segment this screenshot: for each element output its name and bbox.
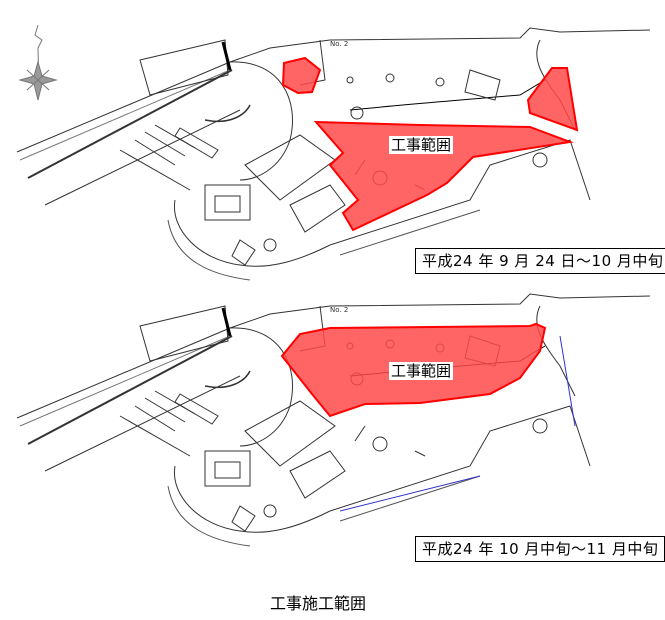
construction-area-polygons xyxy=(281,56,579,232)
site-map-panel-2 xyxy=(15,292,652,548)
site-map-panel-1 xyxy=(15,26,652,282)
north-compass-icon xyxy=(18,24,58,101)
construction-area-label: 工事範囲 xyxy=(389,136,454,154)
period-label: 平成24 年 10 月中旬〜11 月中旬 xyxy=(415,536,665,562)
period-label: 平成24 年 9 月 24 日〜10 月中旬 xyxy=(415,248,665,274)
figure-caption: 工事施工範囲 xyxy=(270,594,367,613)
construction-area-label: 工事範囲 xyxy=(389,362,454,380)
marker-label: No. 2 xyxy=(330,40,349,48)
marker-label: No. 2 xyxy=(330,306,349,314)
